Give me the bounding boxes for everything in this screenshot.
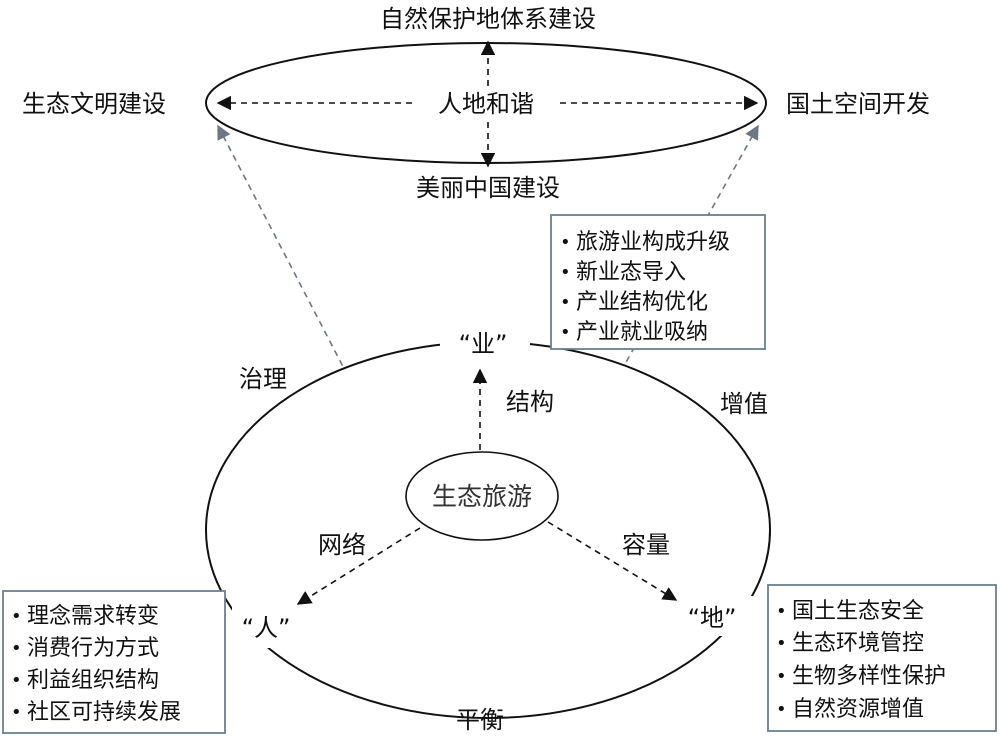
industry-item-4: 产业就业吸纳 bbox=[576, 320, 708, 345]
top-title: 自然保护地体系建设 bbox=[380, 5, 596, 33]
label-governance: 治理 bbox=[239, 365, 287, 393]
land-bullet-3: • bbox=[776, 666, 787, 687]
industry-item-3: 产业结构优化 bbox=[576, 290, 708, 315]
land-item-2: 生态环境管控 bbox=[792, 631, 924, 656]
node-ren: “人” bbox=[242, 614, 291, 642]
people-item-2: 消费行为方式 bbox=[27, 636, 159, 661]
top-right-label: 国土空间开发 bbox=[786, 90, 930, 118]
node-di: “地” bbox=[688, 604, 737, 632]
industry-bullet-4: • bbox=[560, 322, 571, 343]
top-left-label: 生态文明建设 bbox=[22, 90, 166, 118]
industry-bullet-1: • bbox=[560, 232, 571, 253]
label-network: 网络 bbox=[318, 531, 366, 559]
land-bullet-4: • bbox=[776, 699, 787, 720]
label-value-added: 增值 bbox=[720, 390, 768, 418]
gray-arrow-left bbox=[217, 124, 405, 486]
people-item-3: 利益组织结构 bbox=[27, 668, 159, 693]
land-item-4: 自然资源增值 bbox=[792, 697, 924, 722]
land-box: • 国土生态安全 • 生态环境管控 • 生物多样性保护 • 自然资源增值 bbox=[767, 584, 997, 732]
people-bullet-3: • bbox=[11, 670, 22, 691]
industry-box: • 旅游业构成升级 • 新业态导入 • 产业结构优化 • 产业就业吸纳 bbox=[550, 214, 766, 350]
ye-gap bbox=[440, 322, 530, 360]
industry-bullet-2: • bbox=[560, 262, 571, 283]
people-item-1: 理念需求转变 bbox=[27, 604, 159, 629]
arrow-to-ren bbox=[296, 527, 421, 605]
people-bullet-1: • bbox=[11, 606, 22, 627]
di-gap bbox=[670, 596, 754, 636]
top-bottom-label: 美丽中国建设 bbox=[416, 174, 560, 202]
center-label: 生态旅游 bbox=[432, 482, 532, 511]
people-bullet-2: • bbox=[11, 638, 22, 659]
land-bullet-1: • bbox=[776, 601, 787, 622]
land-item-3: 生物多样性保护 bbox=[792, 664, 946, 689]
land-item-1: 国土生态安全 bbox=[792, 599, 924, 624]
ren-gap bbox=[232, 606, 304, 648]
top-center-label: 人地和谐 bbox=[438, 90, 534, 118]
arrow-to-di bbox=[547, 521, 678, 601]
land-box-frame bbox=[767, 584, 997, 732]
label-structure: 结构 bbox=[506, 388, 554, 416]
label-capacity: 容量 bbox=[622, 531, 670, 559]
node-ye: “业” bbox=[459, 330, 508, 358]
people-bullet-4: • bbox=[11, 702, 22, 723]
industry-item-1: 旅游业构成升级 bbox=[576, 230, 730, 255]
industry-box-frame bbox=[550, 214, 766, 350]
land-bullet-2: • bbox=[776, 633, 787, 654]
industry-item-2: 新业态导入 bbox=[576, 260, 686, 285]
label-balance: 平衡 bbox=[456, 706, 504, 734]
industry-bullet-3: • bbox=[560, 292, 571, 313]
people-box-frame bbox=[2, 590, 226, 734]
people-box: • 理念需求转变 • 消费行为方式 • 利益组织结构 • 社区可持续发展 bbox=[2, 590, 226, 734]
center-ellipse bbox=[405, 451, 559, 541]
people-item-4: 社区可持续发展 bbox=[27, 700, 181, 725]
